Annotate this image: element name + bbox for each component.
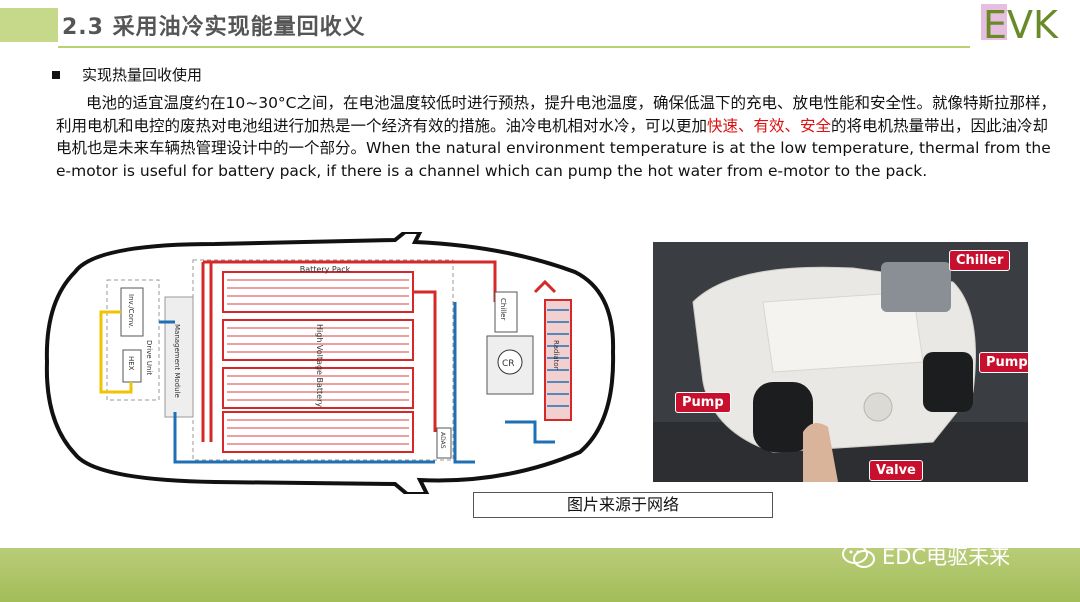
label-adas: ADAS <box>439 432 446 449</box>
title-accent <box>0 8 58 42</box>
callout-valve: Valve <box>869 460 923 481</box>
battery-pack-box <box>192 259 454 461</box>
footer-account-name: EDC电驱未来 <box>882 545 1011 569</box>
photo-illustration <box>653 242 1028 482</box>
cold-coolant-loop <box>159 302 555 464</box>
title-bar: 2.3 采用油冷实现能量回收义 <box>0 0 1080 52</box>
para-part-2: 的将电机热量带出，因此油冷却电机也是未来车辆热管理设计中的一个部分。When t… <box>56 116 1051 180</box>
wechat-watermark: EDC电驱未来 <box>842 541 1010 571</box>
page-title: 2.3 采用油冷实现能量回收义 <box>62 15 366 40</box>
callout-chiller: Chiller <box>949 250 1011 271</box>
bullet-square-icon <box>52 70 60 79</box>
logo-text: EVK <box>983 3 1059 46</box>
hot-coolant-loop <box>201 260 557 442</box>
image-source-caption: 图片来源于网络 <box>473 492 773 518</box>
footer-bar <box>0 548 1080 602</box>
wechat-icon <box>842 544 875 568</box>
label-cr: CR <box>502 359 515 369</box>
title-underline <box>58 46 970 48</box>
callout-pump-left: Pump <box>675 392 731 413</box>
management-box <box>164 296 194 418</box>
label-chiller: Chiller <box>499 298 507 320</box>
evk-logo: EVK <box>981 3 1059 46</box>
thermal-system-diagram: Battery Pack High Voltage Battery Manage… <box>44 232 616 494</box>
car-outline <box>44 232 616 494</box>
callout-pump-right: Pump <box>979 352 1028 373</box>
component-photo: Chiller Pump Pump Valve <box>653 242 1028 482</box>
para-part-1: 电池的适宜温度约在10~30°C之间，在电池温度较低时进行预热，提升电池温度，确… <box>56 94 1057 135</box>
label-management-module: Management Module <box>173 324 181 398</box>
body-paragraph: 电池的适宜温度约在10~30°C之间，在电池温度较低时进行预热，提升电池温度，确… <box>56 92 1056 182</box>
label-radiator: Radiator <box>552 340 560 370</box>
label-hex: HEX <box>127 356 135 371</box>
radiator-block <box>544 299 572 421</box>
label-high-voltage-battery: High Voltage Battery <box>315 324 324 407</box>
bullet-label: 实现热量回收使用 <box>82 66 203 84</box>
label-inv-conv: Inv./Conv. <box>127 294 135 328</box>
yellow-coolant-loop <box>99 310 133 394</box>
bullet-heading: 实现热量回收使用 <box>52 64 202 85</box>
para-highlight: 快速、有效、安全 <box>707 116 832 135</box>
label-drive-unit: Drive Unit <box>145 340 153 375</box>
drive-unit-box <box>106 279 160 401</box>
label-battery-pack: Battery Pack <box>300 265 351 274</box>
